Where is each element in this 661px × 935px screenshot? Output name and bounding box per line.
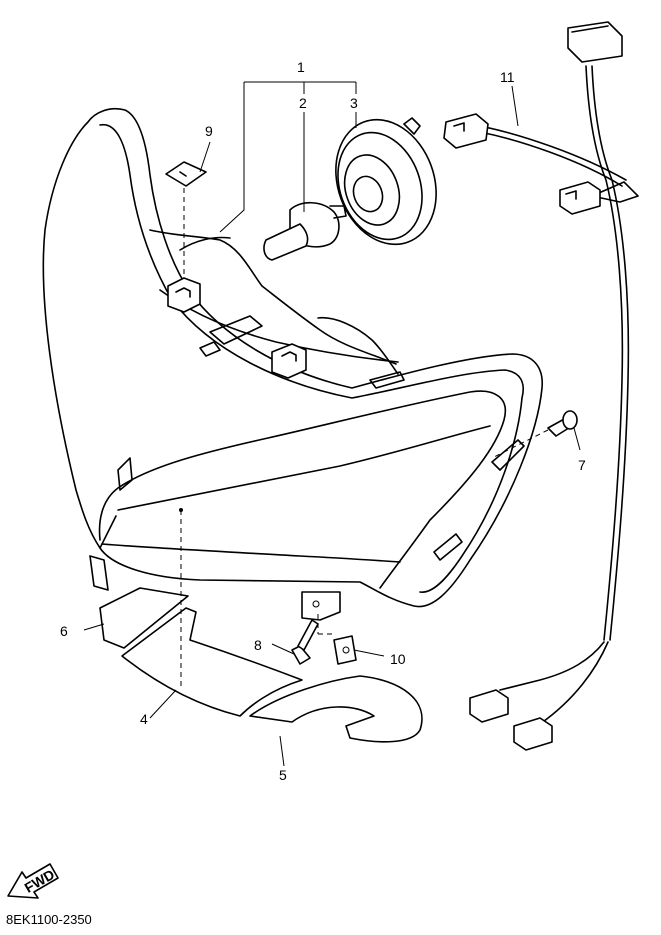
leader-lines [83,81,581,767]
fwd-arrow-icon: FWD [7,863,59,899]
callout-11: 11 [500,69,515,85]
callout-8: 8 [254,637,262,653]
callout-1: 1 [297,59,305,75]
callout-3: 3 [350,95,358,111]
callout-2: 2 [299,95,307,111]
callout-labels: 1 2 3 4 5 6 7 8 9 10 11 [60,59,586,783]
callout-4: 4 [140,711,148,727]
headlight-bulb [263,201,347,261]
headlight-housing [42,107,543,621]
bolt-8 [291,614,336,665]
clip-9 [165,161,207,278]
callout-6: 6 [60,623,68,639]
diagram-code: 8EK1100-2350 [6,912,92,927]
screw-7 [491,410,578,459]
wire-harness [443,21,639,751]
callout-7: 7 [578,457,586,473]
callout-9: 9 [205,123,213,139]
socket-cover [335,117,437,246]
panels [99,508,423,743]
nut-10 [333,635,357,665]
callout-5: 5 [279,767,287,783]
callout-10: 10 [390,651,406,667]
